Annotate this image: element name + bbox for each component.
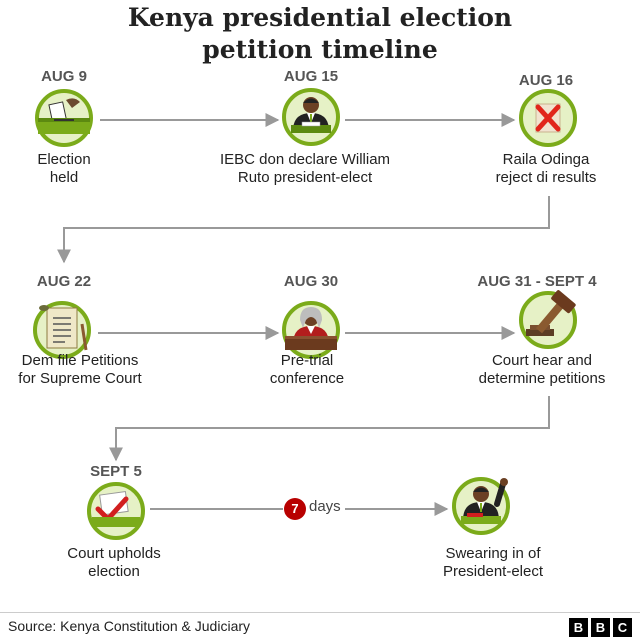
event-date-1: AUG 9 xyxy=(41,68,87,85)
bbc-logo-letter-3: C xyxy=(613,618,632,637)
page-title-line-1: Kenya presidential election xyxy=(127,3,513,32)
ballot-box-icon xyxy=(35,89,93,147)
event-date-2: AUG 15 xyxy=(283,68,339,85)
days-label: days xyxy=(309,498,341,515)
official-at-podium-icon xyxy=(282,88,340,146)
bbc-logo: B B C xyxy=(569,618,632,637)
event-date-4: AUG 22 xyxy=(36,273,92,290)
event-date-5: AUG 30 xyxy=(283,273,339,290)
event-date-7: SEPT 5 xyxy=(90,463,142,480)
bbc-logo-letter-2: B xyxy=(591,618,610,637)
event-date-3: AUG 16 xyxy=(518,72,574,89)
connector-6-7 xyxy=(109,396,550,462)
oath-taking-icon xyxy=(452,477,510,535)
bbc-logo-letter-1: B xyxy=(569,618,588,637)
gavel-icon xyxy=(519,290,577,349)
footer-divider xyxy=(0,612,640,613)
days-badge-number: 7 xyxy=(291,501,299,516)
approved-ballot-icon xyxy=(87,482,145,540)
petition-scroll-icon xyxy=(33,301,91,359)
source-note: Source: Kenya Constitution & Judiciary xyxy=(8,618,251,634)
judge-bench-icon xyxy=(282,301,340,359)
connectors xyxy=(57,113,550,516)
rejected-ballot-icon xyxy=(519,89,577,147)
days-badge xyxy=(284,498,306,520)
page-title-line-2: petition timeline xyxy=(202,35,438,64)
page-title: Kenya presidential election petition tim… xyxy=(0,2,640,66)
connector-3-4 xyxy=(57,196,550,264)
event-date-6: AUG 31 - SEPT 4 xyxy=(477,273,597,290)
